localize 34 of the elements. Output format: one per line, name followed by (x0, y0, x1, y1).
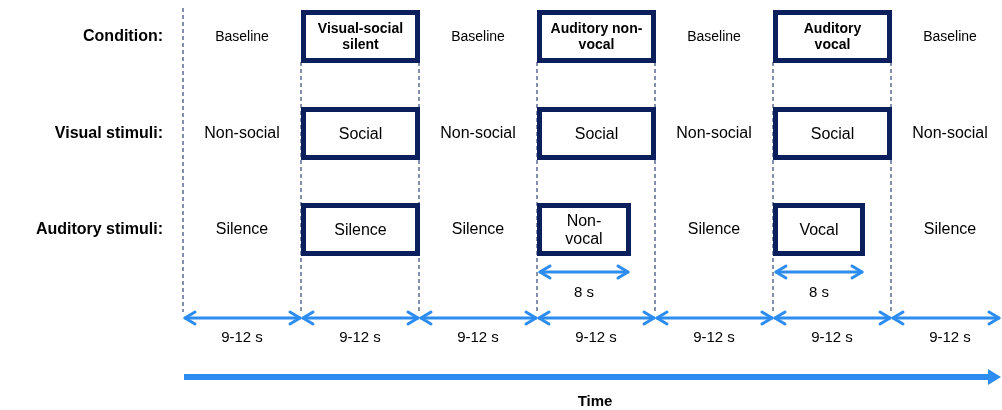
row-heading: Condition: (83, 27, 163, 45)
cell-text: Baseline (923, 28, 977, 44)
duration-label: 9-12 s (221, 327, 263, 345)
cell-text: Silence (687, 220, 741, 238)
cell-text: Silence (215, 220, 269, 238)
cell-text: Silence (923, 220, 977, 238)
cell-text: Non-social (204, 124, 280, 142)
condition-box: Auditory non-vocal (537, 10, 656, 63)
cell-text: Baseline (215, 28, 269, 44)
cell-text: Baseline (687, 28, 741, 44)
duration-label: 9-12 s (339, 327, 381, 345)
stimulus-box: Silence (301, 203, 420, 256)
duration-label: 9-12 s (693, 327, 735, 345)
cell-text: Non-social (676, 124, 752, 142)
stimulus-box: Non-vocal (537, 203, 631, 256)
cell-text: Silence (451, 220, 505, 238)
condition-box: Auditory vocal (773, 10, 892, 63)
cell-text: Non-social (912, 124, 988, 142)
stimulus-box: Social (537, 107, 656, 160)
cell-text: Non-social (440, 124, 516, 142)
duration-label: 9-12 s (811, 327, 853, 345)
duration-label: 9-12 s (575, 327, 617, 345)
condition-box: Visual-social silent (301, 10, 420, 63)
cell-text: Baseline (451, 28, 505, 44)
duration-label: 9-12 s (929, 327, 971, 345)
row-heading: Visual stimuli: (54, 124, 163, 142)
duration-label: 8 s (809, 282, 829, 300)
axis-title: Time (577, 391, 613, 409)
duration-label: 8 s (574, 282, 594, 300)
stimulus-box: Social (773, 107, 892, 160)
stimulus-box: Social (301, 107, 420, 160)
stimulus-box: Vocal (773, 203, 865, 256)
row-heading: Auditory stimuli: (35, 220, 163, 238)
duration-label: 9-12 s (457, 327, 499, 345)
